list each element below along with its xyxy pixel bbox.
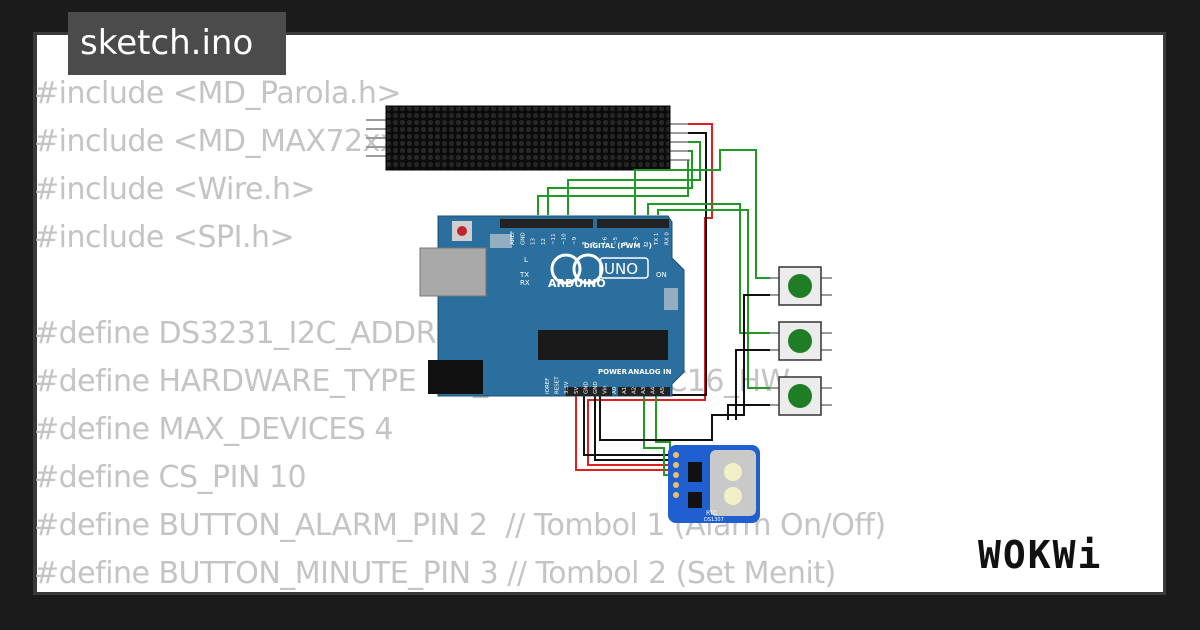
top-pin-label: 7 <box>592 241 598 245</box>
bottom-pin-label: A3 <box>641 386 647 394</box>
bottom-pin-label: A1 <box>622 387 628 394</box>
wokwi-logo-mark: WOKWi <box>978 533 1102 577</box>
top-pin-label: 12 <box>541 238 547 245</box>
bottom-pin-label: Vin <box>603 385 609 394</box>
board-brand: ARDUINO <box>548 277 606 290</box>
top-pin-label: GND <box>520 232 526 245</box>
bottom-pin-label: A5 <box>660 386 666 394</box>
top-pin-label: ~6 <box>603 236 609 245</box>
code-line: #define BUTTON_MINUTE_PIN 3 // Tombol 2 … <box>34 556 836 591</box>
bottom-pin-label: A0 <box>612 386 618 394</box>
top-pin-label: 8 <box>582 241 588 245</box>
rtc-module[interactable]: RTC DS1307 <box>668 445 760 523</box>
on-led-label: ON <box>656 271 667 279</box>
bottom-pin-label: RESET <box>555 376 561 394</box>
pushbutton-2[interactable] <box>770 321 832 361</box>
bottom-pin-label: 5V <box>574 387 580 394</box>
rx-led-label: RX <box>520 279 530 287</box>
tx-led-label: TX <box>519 271 529 279</box>
top-pin-label: ~3 <box>634 236 640 245</box>
bottom-pin-label: IOREF <box>545 378 551 394</box>
pushbutton-1[interactable] <box>770 266 832 306</box>
pushbutton-3[interactable] <box>770 376 832 416</box>
bottom-pin-label: A2 <box>631 387 637 394</box>
top-pin-label: ~11 <box>551 233 557 245</box>
analog-label: ANALOG IN <box>628 368 672 376</box>
top-pin-label: RX 0 <box>665 232 671 245</box>
led-matrix[interactable] <box>366 105 690 171</box>
top-pin-label: 4 <box>623 241 629 245</box>
logo-text: WOKWi <box>978 533 1102 577</box>
top-pin-label: 13 <box>531 238 537 245</box>
code-line: #include <MD_Parola.h> <box>34 76 402 111</box>
top-pin-label: ~9 <box>572 236 578 245</box>
code-line: #define MAX_DEVICES 4 <box>34 412 393 447</box>
bottom-pin-label: GND <box>583 381 589 394</box>
top-pin-label: 2 <box>644 242 650 246</box>
code-line: #include <SPI.h> <box>34 220 295 255</box>
arduino-uno-board[interactable]: ARDUINO UNO DIGITAL (PWM ~) POWER ANALOG… <box>419 215 685 397</box>
top-pin-label: AREF <box>510 231 516 245</box>
top-pin-label: ~10 <box>562 233 568 245</box>
top-pin-label: ~5 <box>613 236 619 245</box>
rtc-label: RTC <box>706 510 717 517</box>
file-name-tab[interactable]: sketch.ino <box>68 12 286 75</box>
top-pin-label: TX 1 <box>654 233 660 246</box>
digital-label: DIGITAL (PWM ~) <box>584 242 652 250</box>
code-line: #define DS3231_I2C_ADDRESS 0x68 <box>34 316 574 351</box>
rtc-part-label: DS1307 <box>704 517 724 523</box>
wokwi-logo[interactable]: WOKWi <box>978 528 1150 584</box>
code-line: #include <Wire.h> <box>34 172 316 207</box>
bottom-edge <box>0 595 1200 630</box>
bottom-pin-label: A4 <box>651 386 657 394</box>
bottom-pin-label: GND <box>593 381 599 394</box>
code-line: #define BUTTON_ALARM_PIN 2 // Tombol 1 (… <box>34 508 886 543</box>
code-line: #define CS_PIN 10 <box>34 460 307 495</box>
power-label: POWER <box>598 368 628 376</box>
bottom-pin-label: 3.3V <box>564 381 570 394</box>
l-led-label: L <box>524 256 528 264</box>
board-model: UNO <box>604 260 638 278</box>
